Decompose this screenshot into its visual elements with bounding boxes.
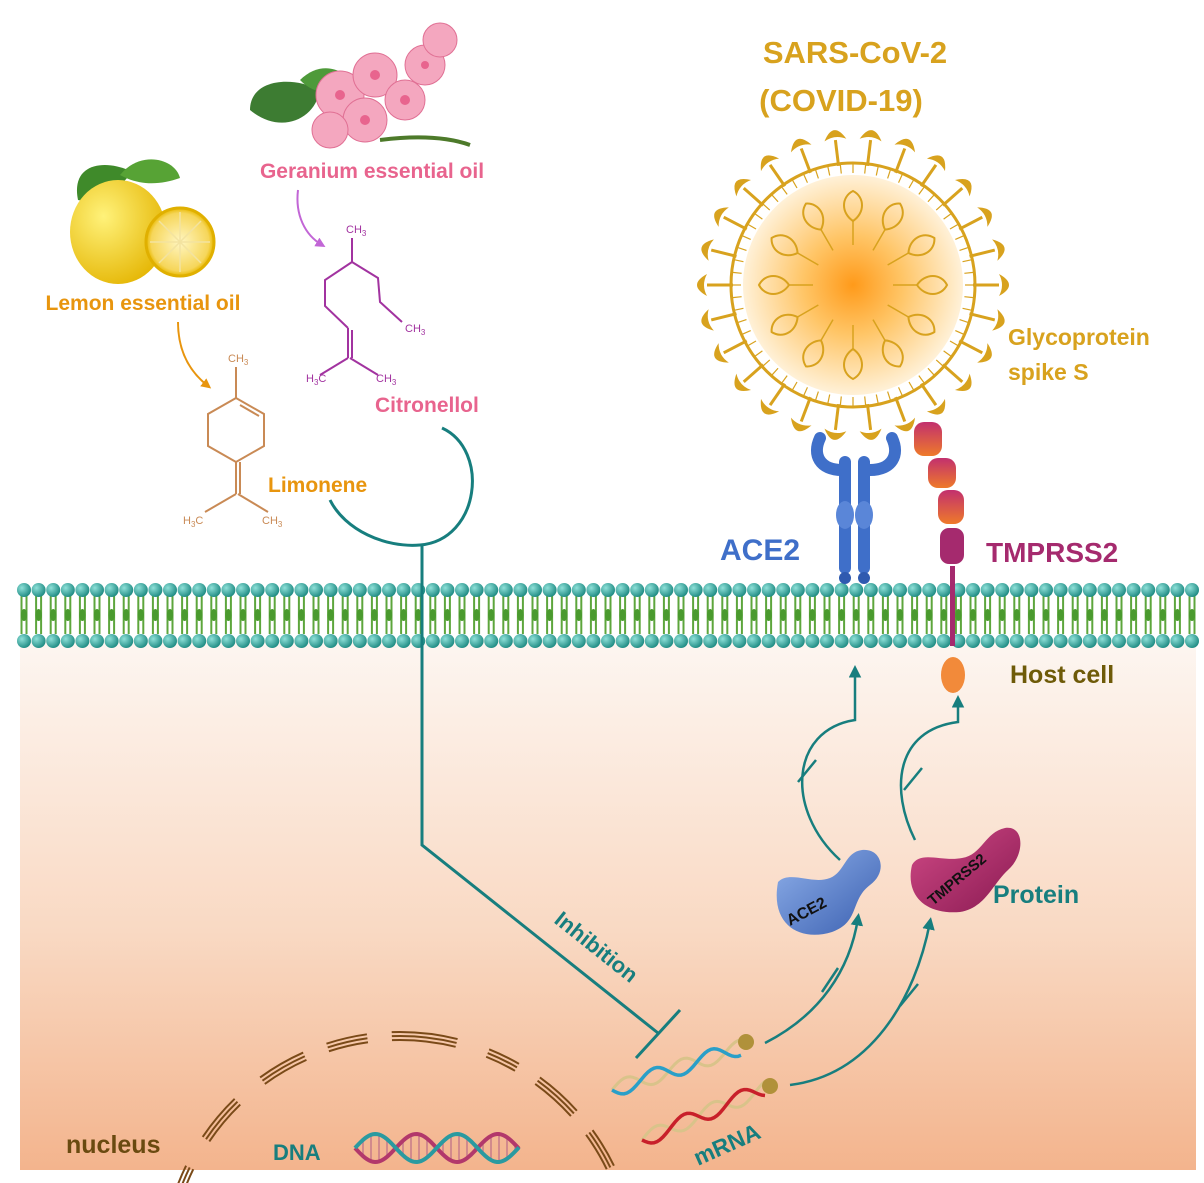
limonene-label: Limonene (268, 474, 367, 497)
mrna-strands (610, 1034, 778, 1145)
geranium-to-citronellol-arrow (296, 189, 326, 248)
ace2-arrow-block-mark (797, 759, 817, 783)
lemon-illustration (70, 159, 216, 284)
inhibition-pathway-line (420, 545, 659, 1035)
limonene-ch3-right: CH3 (262, 515, 283, 529)
geranium-illustration (250, 22, 471, 149)
tmprss2-translocation-arrow (899, 695, 965, 841)
sars-cov-2-virion (697, 130, 1009, 440)
glycoprotein-label-line1: Glycoprotein (1008, 324, 1150, 350)
ace2-receptor (811, 432, 901, 584)
tmprss2-receptor-label: TMPRSS2 (986, 537, 1118, 568)
ace2-protein: ACE2 (776, 849, 881, 935)
nucleus-label: nucleus (66, 1131, 160, 1159)
tmprss2-translation-block-mark (899, 983, 919, 1007)
nucleus-envelope (177, 1031, 615, 1183)
tmprss2-translation-arrow (789, 917, 935, 1087)
lemon-to-limonene-arrow (177, 321, 212, 389)
citronellol-label: Citronellol (375, 394, 479, 417)
protein-label: Protein (993, 881, 1079, 909)
tmprss2-receptor (914, 422, 965, 693)
tmprss2-protein: TMPRSS2 (910, 827, 1021, 913)
dna-label: DNA (273, 1140, 321, 1165)
citronellol-ch3-right: CH3 (405, 323, 426, 337)
citronellol-ch3-top: CH3 (346, 224, 367, 238)
virus-alias: (COVID-19) (759, 83, 923, 118)
geranium-oil-label: Geranium essential oil (260, 160, 484, 183)
lemon-oil-label: Lemon essential oil (46, 292, 241, 315)
citronellol-structure (319, 238, 403, 376)
limonene-structure (204, 367, 269, 513)
dna-helix (353, 1131, 521, 1165)
ace2-translocation-arrow (800, 665, 862, 861)
citronellol-ch3-bottom: CH3 (376, 373, 397, 387)
limonene-ch3-top: CH3 (228, 353, 249, 367)
cell-membrane (17, 583, 1199, 648)
limonene-h3c-left: H3C (183, 515, 203, 529)
ace2-translation-arrow (764, 913, 864, 1045)
glycoprotein-label-line2: spike S (1008, 359, 1089, 385)
inhibitor-binding-cup (328, 426, 474, 547)
host-cell-label: Host cell (1010, 661, 1114, 689)
ace2-receptor-label: ACE2 (720, 534, 800, 567)
tmprss2-arrow-block-mark (903, 767, 923, 791)
inhibition-bar (634, 1008, 682, 1060)
cytoplasm-background (20, 640, 1196, 1170)
citronellol-h3c-left: H3C (306, 373, 326, 387)
virus-name: SARS-CoV-2 (763, 35, 947, 70)
ace2-translation-block-mark (820, 967, 840, 993)
